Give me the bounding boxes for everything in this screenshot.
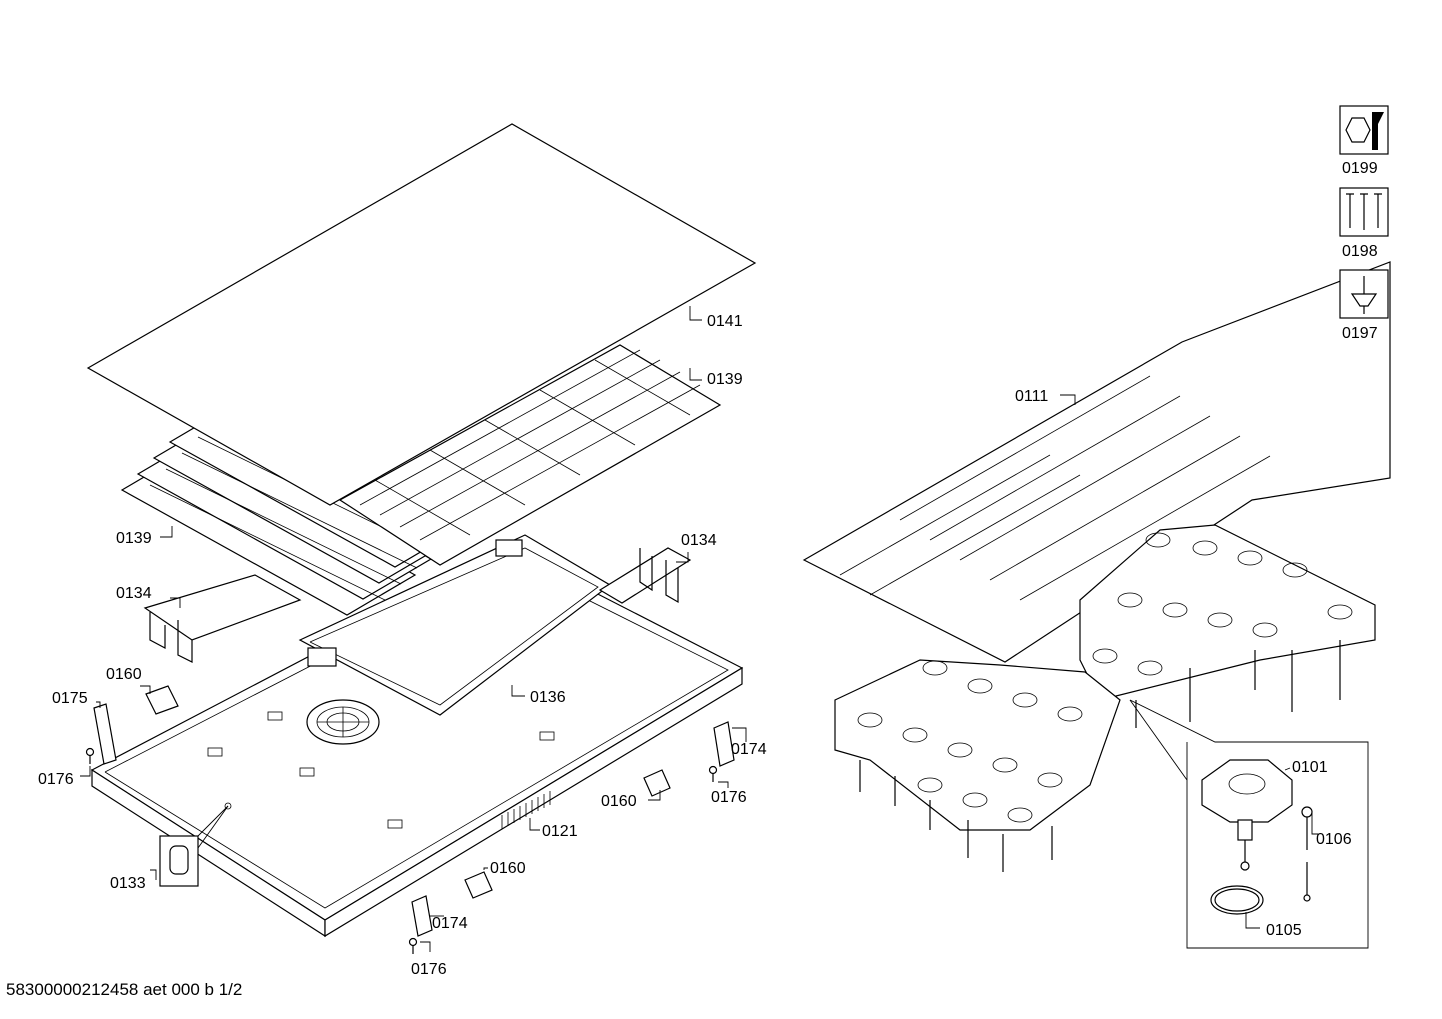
screws-kit-icon <box>1339 187 1389 237</box>
label-0106: 0106 <box>1316 831 1352 848</box>
label-0175: 0175 <box>52 690 88 707</box>
label-0133: 0133 <box>110 875 146 892</box>
clip-0160-c <box>464 871 493 899</box>
label-0105: 0105 <box>1266 922 1302 939</box>
foot-0133 <box>159 802 232 887</box>
clip-0160-a <box>145 685 179 715</box>
screw-0176-a <box>85 747 95 764</box>
coil-module-0101 <box>1201 759 1293 871</box>
label-0176-right: 0176 <box>711 789 747 806</box>
label-0199: 0199 <box>1342 160 1378 177</box>
label-0160-right: 0160 <box>601 793 637 810</box>
label-0134-left: 0134 <box>116 585 152 602</box>
part-labels: 0141 0139 0139 0134 0134 0136 0160 0160 … <box>38 160 1378 978</box>
bracket-0174-b <box>411 895 433 937</box>
support-plate-0111 <box>802 261 1391 663</box>
label-0141: 0141 <box>707 313 743 330</box>
label-0176-left: 0176 <box>38 771 74 788</box>
housing-tray-0121 <box>90 549 744 938</box>
screwdriver-icon <box>1339 269 1389 319</box>
leader-lines <box>80 306 1318 952</box>
induction-coil-modules <box>834 524 1376 872</box>
bracket-0175 <box>93 703 117 765</box>
hex-nut-wrench-icon <box>1339 105 1389 155</box>
label-0139-lower: 0139 <box>116 530 152 547</box>
label-0139-upper: 0139 <box>707 371 743 388</box>
label-0174-bottom: 0174 <box>432 915 468 932</box>
cable-ring-0105 <box>1210 885 1264 915</box>
detail-inset-frame <box>1129 699 1369 949</box>
label-0176-bottom: 0176 <box>411 961 447 978</box>
label-0101: 0101 <box>1292 759 1328 776</box>
label-0134-right: 0134 <box>681 532 717 549</box>
label-0174-right: 0174 <box>731 741 767 758</box>
bracket-0134-left <box>143 574 302 663</box>
screw-0176-b <box>708 765 718 782</box>
label-0160-bottom: 0160 <box>490 860 526 877</box>
label-0136: 0136 <box>530 689 566 706</box>
conductor-strips-0139-right <box>338 344 722 566</box>
label-0198: 0198 <box>1342 243 1378 260</box>
clip-0160-b <box>643 769 671 797</box>
screw-0176-c <box>408 937 418 954</box>
sensor-0106 <box>1301 806 1313 902</box>
label-0111: 0111 <box>1015 388 1048 405</box>
bracket-0134-right <box>598 547 692 604</box>
label-0197: 0197 <box>1342 325 1378 342</box>
bracket-0174-a <box>713 721 735 767</box>
label-0160-left: 0160 <box>106 666 142 683</box>
glass-top-plate-0141 <box>86 123 757 506</box>
label-0121: 0121 <box>542 823 578 840</box>
document-id: 58300000212458 aet 000 b 1/2 <box>6 980 243 999</box>
